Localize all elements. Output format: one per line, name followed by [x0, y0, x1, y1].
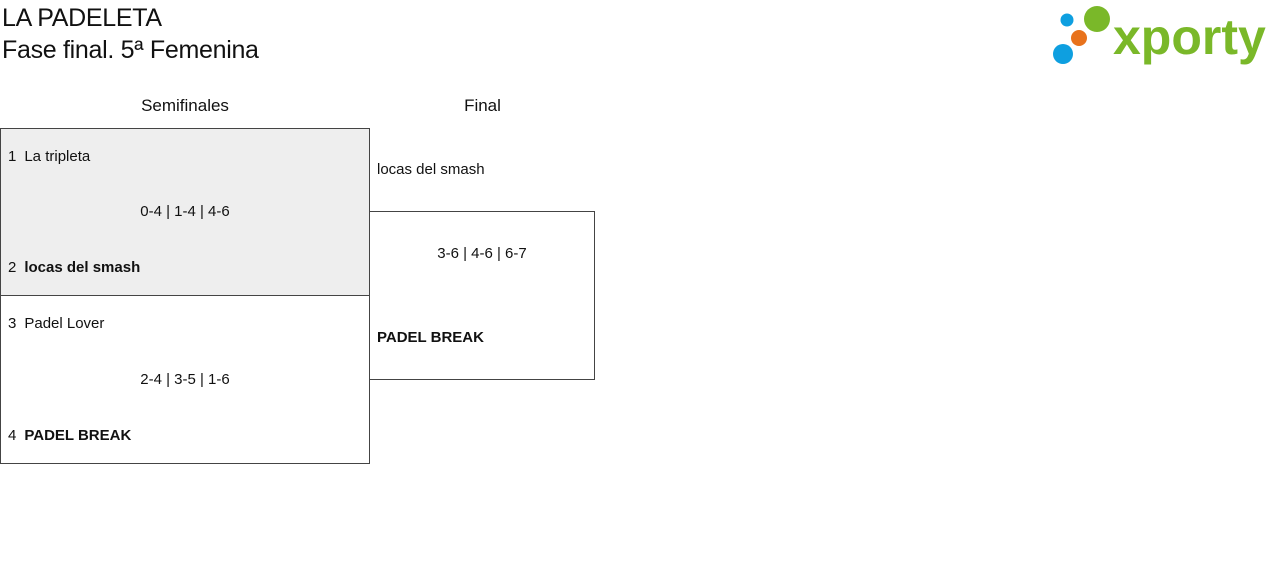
team-seed: 3: [8, 315, 17, 332]
semifinal-match-1[interactable]: 1 La tripleta 0-4 | 1-4 | 4-6 2 locas del …: [0, 128, 370, 296]
team-seed: 1: [8, 148, 17, 165]
round-title-final: Final: [464, 96, 501, 115]
team-row: 4 PADEL BREAK: [8, 427, 131, 444]
xporty-logo: xporty: [1050, 4, 1276, 66]
final-score: 3-6 | 4-6 | 6-7: [437, 245, 527, 262]
team-seed: 2: [8, 259, 17, 276]
final-team-1: locas del smash: [377, 161, 485, 178]
final-match[interactable]: 3-6 | 4-6 | 6-7 PADEL BREAK: [369, 211, 595, 380]
final-team-2-winner: PADEL BREAK: [377, 329, 484, 346]
page-subtitle: Fase final. 5ª Femenina: [2, 36, 259, 64]
team-row: 2 locas del smash: [8, 259, 140, 276]
team-name-winner: locas del smash: [24, 259, 141, 276]
team-name: La tripleta: [24, 148, 91, 165]
team-seed: 4: [8, 427, 17, 444]
header: LA PADELETA Fase final. 5ª Femenina: [2, 2, 259, 66]
page-title: LA PADELETA: [2, 4, 162, 32]
match-score: 2-4 | 3-5 | 1-6: [140, 371, 230, 388]
logo-text: xporty: [1113, 9, 1266, 65]
team-name-winner: PADEL BREAK: [24, 427, 132, 444]
round-title-semifinals: Semifinales: [141, 96, 229, 115]
team-name: Padel Lover: [24, 315, 105, 332]
team-row: 3 Padel Lover: [8, 315, 104, 332]
semifinal-match-2[interactable]: 3 Padel Lover 2-4 | 3-5 | 1-6 4 PADEL BREA…: [0, 295, 370, 464]
team-row: 1 La tripleta: [8, 148, 90, 165]
match-score: 0-4 | 1-4 | 4-6: [140, 203, 230, 220]
colored-dots-icon: xporty: [1053, 6, 1266, 65]
